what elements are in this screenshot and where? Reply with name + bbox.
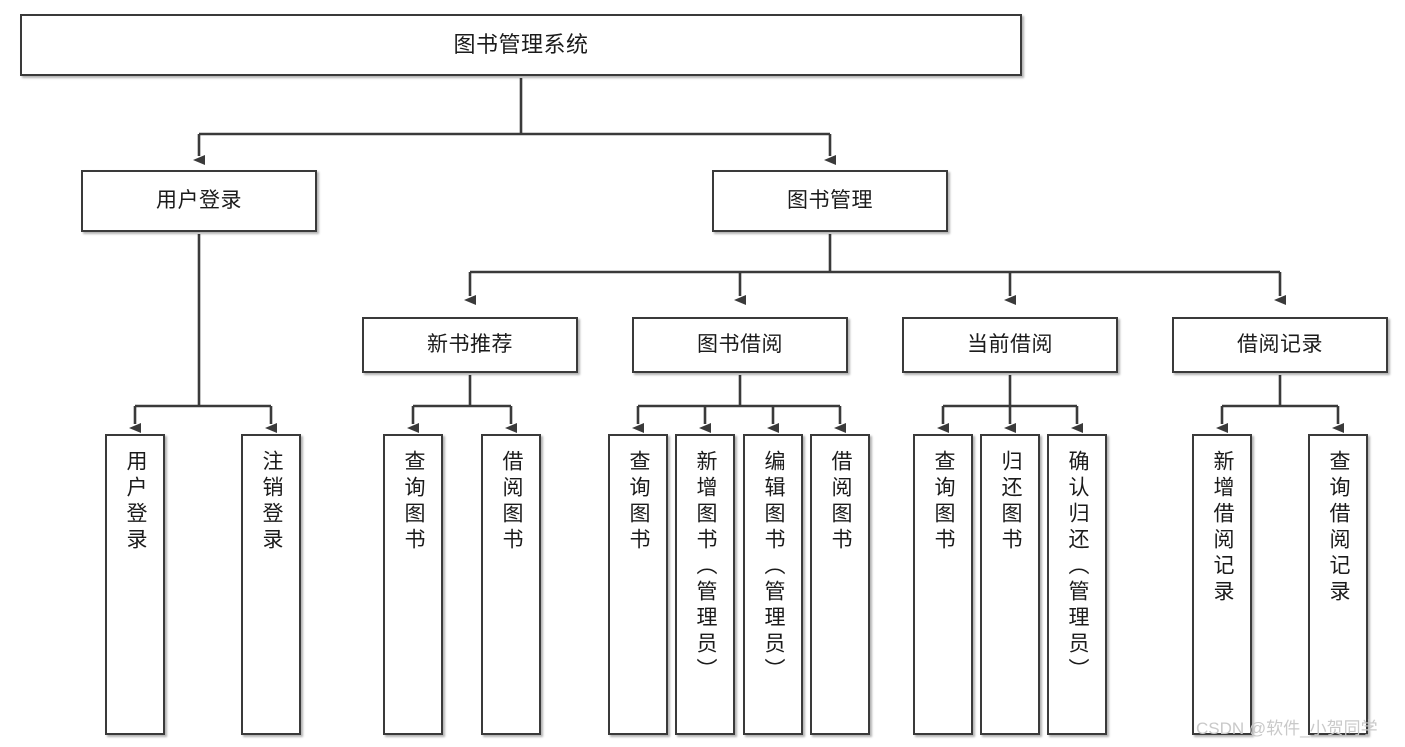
leaf-return-book[interactable]: 归还图书 — [980, 434, 1040, 735]
node-label: 注销登录 — [260, 450, 284, 554]
node-label: 借阅图书 — [829, 450, 853, 554]
leaf-borrow-book[interactable]: 借阅图书 — [810, 434, 870, 735]
node-label: 当前借阅 — [967, 332, 1053, 356]
node-book-borrow[interactable]: 图书借阅 — [632, 317, 848, 373]
node-label: 借阅图书 — [500, 450, 524, 554]
node-label: 用户登录 — [156, 188, 242, 212]
node-label: 归还图书 — [999, 450, 1023, 554]
node-label: 新书推荐 — [427, 332, 513, 356]
node-label: 查询图书 — [932, 450, 956, 554]
node-label: 用户登录 — [124, 450, 148, 554]
leaf-query-book-recommend[interactable]: 查询图书 — [383, 434, 443, 735]
node-label: 借阅记录 — [1237, 332, 1323, 356]
node-label: 图书管理系统 — [453, 32, 589, 58]
leaf-user-login[interactable]: 用户登录 — [105, 434, 165, 735]
node-label: 确认归还（管理员） — [1066, 450, 1090, 684]
leaf-edit-book[interactable]: 编辑图书（管理员） — [743, 434, 803, 735]
leaf-query-book-borrow[interactable]: 查询图书 — [608, 434, 668, 735]
leaf-add-book[interactable]: 新增图书（管理员） — [675, 434, 735, 735]
node-label: 查询借阅记录 — [1327, 450, 1351, 606]
node-user-login[interactable]: 用户登录 — [81, 170, 317, 232]
node-label: 编辑图书（管理员） — [762, 450, 786, 684]
node-borrow-record[interactable]: 借阅记录 — [1172, 317, 1388, 373]
node-label: 新增借阅记录 — [1211, 450, 1235, 606]
node-new-book-recommend[interactable]: 新书推荐 — [362, 317, 578, 373]
node-label: 图书管理 — [787, 188, 873, 212]
leaf-borrow-book-recommend[interactable]: 借阅图书 — [481, 434, 541, 735]
node-root-book-management-system[interactable]: 图书管理系统 — [20, 14, 1022, 76]
leaf-add-borrow-record[interactable]: 新增借阅记录 — [1192, 434, 1252, 735]
csdn-watermark: CSDN @软件_小贺同学 — [1196, 719, 1378, 738]
leaf-confirm-return[interactable]: 确认归还（管理员） — [1047, 434, 1107, 735]
leaf-logout-login[interactable]: 注销登录 — [241, 434, 301, 735]
node-label: 查询图书 — [627, 450, 651, 554]
node-label: 查询图书 — [402, 450, 426, 554]
node-label: 新增图书（管理员） — [694, 450, 718, 684]
leaf-query-borrow-record[interactable]: 查询借阅记录 — [1308, 434, 1368, 735]
node-current-borrow[interactable]: 当前借阅 — [902, 317, 1118, 373]
node-label: 图书借阅 — [697, 332, 783, 356]
node-book-management[interactable]: 图书管理 — [712, 170, 948, 232]
leaf-query-book-current[interactable]: 查询图书 — [913, 434, 973, 735]
